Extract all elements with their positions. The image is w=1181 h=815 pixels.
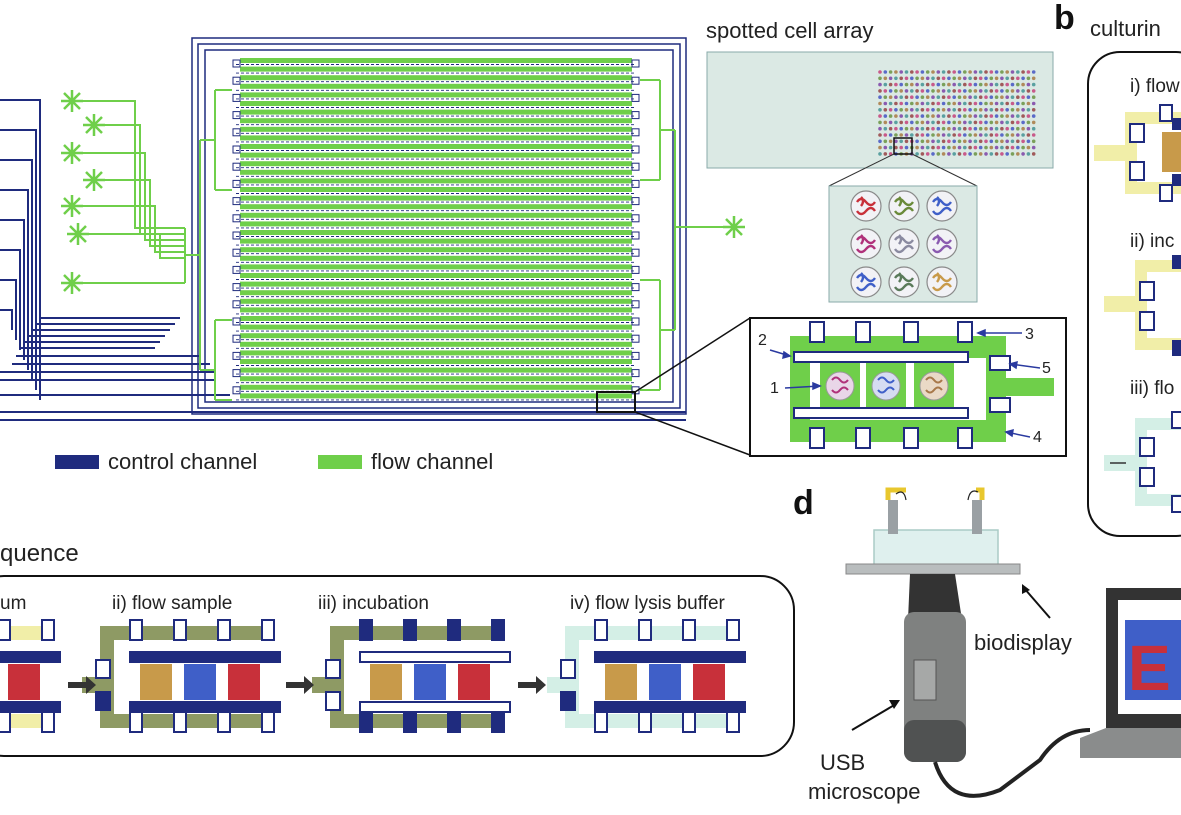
legend: control channel flow channel — [55, 449, 493, 474]
panel-b: b culturin i) flow ii) inc iii) flo — [1054, 0, 1181, 537]
sequence-unit — [82, 619, 281, 733]
sequence-unit — [547, 619, 746, 733]
callout-4: 4 — [1033, 429, 1042, 446]
panel-c-step-3: iii) incubation — [318, 593, 429, 614]
sequence-unit — [0, 619, 61, 733]
callout-1: 1 — [770, 380, 779, 397]
panel-c-step-4: iv) flow lysis buffer — [570, 593, 726, 614]
inlet-port-icon — [61, 195, 83, 217]
panel-b-title: culturin — [1090, 16, 1161, 41]
biodisplay-label: biodisplay — [974, 630, 1072, 655]
panel-b-step-3: iii) flo — [1130, 378, 1174, 399]
zoomed-spots — [850, 190, 958, 298]
screen-letter: E — [1128, 632, 1171, 704]
panel-letter-d: d — [793, 484, 814, 522]
chamber-spots — [825, 371, 949, 401]
callout-5: 5 — [1042, 360, 1051, 377]
sequence-step-arrows — [68, 676, 546, 694]
usb-label-line2: microscope — [808, 779, 920, 804]
chip-layout — [0, 37, 745, 421]
biodisplay-chip — [873, 529, 999, 567]
panel-b-step-2: ii) inc — [1130, 231, 1174, 252]
usb-microscope-icon — [904, 574, 1091, 798]
spot-grid — [878, 70, 1036, 156]
panel-c-step-1: um — [0, 593, 26, 614]
panel-letter-b: b — [1054, 0, 1075, 37]
laptop-icon: E — [1080, 588, 1181, 758]
inlet-port-icon — [67, 223, 89, 245]
spotted-cell-array: spotted cell array — [706, 18, 1054, 303]
biodisplay-stage — [845, 563, 1021, 575]
inlet-port-icon — [61, 142, 83, 164]
panel-c-step-2: ii) flow sample — [112, 593, 232, 614]
panel-c-title: quence — [0, 540, 79, 567]
flow-outlet-port-icon — [723, 216, 745, 238]
inlet-port-icon — [61, 272, 83, 294]
inlet-port-icon — [83, 169, 105, 191]
zoom-selector — [596, 317, 751, 456]
callout-2: 2 — [758, 332, 767, 349]
panel-d: d E biodisplay USB — [793, 484, 1181, 804]
sequence-unit — [312, 619, 511, 733]
legend-label-flow: flow channel — [371, 449, 493, 474]
legend-swatch-control — [55, 455, 99, 469]
spot-zoom-box — [893, 137, 913, 155]
flow-channel-rows — [232, 58, 640, 401]
sequence-units — [0, 619, 746, 733]
callout-3: 3 — [1025, 326, 1034, 343]
flow-inlet-lines — [82, 100, 186, 284]
legend-label-control: control channel — [108, 449, 257, 474]
legend-swatch-flow — [318, 455, 362, 469]
panel-c: quence um ii) flow sample iii) incubatio… — [0, 540, 795, 757]
spotted-array-title: spotted cell array — [706, 18, 874, 43]
inlet-port-icon — [83, 114, 105, 136]
inlet-port-icon — [61, 90, 83, 112]
chamber-detail: 2 1 3 5 4 — [749, 317, 1067, 457]
usb-label-line1: USB — [820, 750, 865, 775]
flow-inlet-ports — [61, 90, 105, 294]
panel-b-step-1: i) flow — [1130, 76, 1180, 97]
distribution-trees — [185, 79, 730, 401]
control-staircase — [0, 99, 686, 421]
